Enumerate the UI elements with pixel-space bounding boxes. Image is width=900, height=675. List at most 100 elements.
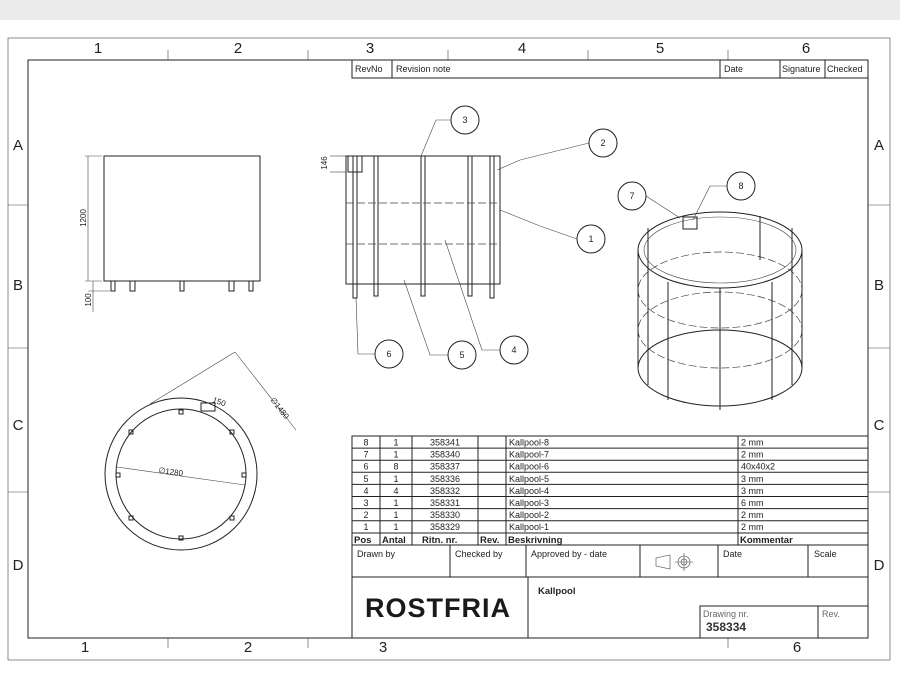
approved-by-label: Approved by - date <box>531 549 607 559</box>
rev-no-header: RevNo <box>355 64 383 74</box>
parts-cell-antal: 1 <box>393 498 398 508</box>
zone-row-b-right: B <box>874 277 884 294</box>
zone-col-2-bottom: 2 <box>244 639 252 656</box>
header-kommentar: Kommentar <box>740 535 793 546</box>
parts-cell-beskrivning: Kallpool-5 <box>509 474 549 484</box>
parts-cell-kommentar: 3 mm <box>741 486 764 496</box>
parts-cell-kommentar: 2 mm <box>741 522 764 532</box>
parts-cell-ritn: 358332 <box>430 486 460 496</box>
balloon-5: 5 <box>447 340 477 370</box>
leader-lines <box>355 119 727 356</box>
drawing-nr-label: Drawing nr. <box>703 609 749 619</box>
parts-cell-beskrivning: Kallpool-6 <box>509 462 549 472</box>
dim-inner-dia: ∅1280 <box>158 466 184 478</box>
drawn-by-label: Drawn by <box>357 549 396 559</box>
parts-cell-beskrivning: Kallpool-3 <box>509 498 549 508</box>
parts-cell-beskrivning: Kallpool-7 <box>509 450 549 460</box>
dim-150: 150 <box>211 395 227 408</box>
parts-cell-ritn: 358340 <box>430 450 460 460</box>
parts-cell-ritn: 358341 <box>430 438 460 448</box>
parts-cell-ritn: 358337 <box>430 462 460 472</box>
parts-cell-kommentar: 2 mm <box>741 450 764 460</box>
parts-cell-kommentar: 2 mm <box>741 510 764 520</box>
projection-symbol-icon <box>655 553 693 571</box>
parts-cell-kommentar: 6 mm <box>741 498 764 508</box>
svg-text:2: 2 <box>600 138 605 148</box>
side-view: 146 <box>320 155 501 299</box>
parts-cell-beskrivning: Kallpool-8 <box>509 438 549 448</box>
outer-frame <box>7 37 891 661</box>
dim-leg: 100 <box>84 293 93 307</box>
dim-top-offset: 146 <box>320 156 329 170</box>
drawing-title: Kallpool <box>538 586 575 597</box>
zone-col-6-bottom: 6 <box>793 639 801 656</box>
parts-cell-pos: 2 <box>363 510 368 520</box>
svg-text:4: 4 <box>511 345 516 355</box>
balloon-7: 7 <box>617 181 647 211</box>
parts-cell-antal: 1 <box>393 450 398 460</box>
zone-ticks <box>8 50 890 648</box>
balloon-2: 2 <box>588 128 618 158</box>
zone-col-2: 2 <box>234 40 242 57</box>
date-label: Date <box>723 549 742 559</box>
header-rev: Rev. <box>480 535 499 546</box>
zone-row-a: A <box>13 137 23 154</box>
parts-cell-ritn: 358331 <box>430 498 460 508</box>
header-antal: Antal <box>382 535 406 546</box>
parts-cell-ritn: 358329 <box>430 522 460 532</box>
svg-text:7: 7 <box>629 191 634 201</box>
front-view: 1200 100 <box>79 155 261 312</box>
parts-cell-antal: 4 <box>393 486 398 496</box>
zone-row-c-right: C <box>874 417 885 434</box>
dim-outer-dia: ∅1480 <box>268 396 291 421</box>
svg-text:6: 6 <box>386 349 391 359</box>
rev-date-header: Date <box>724 64 743 74</box>
balloon-8: 8 <box>726 171 756 201</box>
parts-cell-ritn: 358330 <box>430 510 460 520</box>
zone-row-a-right: A <box>874 137 884 154</box>
parts-cell-pos: 5 <box>363 474 368 484</box>
balloon-1: 1 <box>576 224 606 254</box>
zone-col-3-bottom: 3 <box>379 639 387 656</box>
zone-row-d: D <box>13 557 24 574</box>
parts-cell-pos: 6 <box>363 462 368 472</box>
parts-cell-kommentar: 2 mm <box>741 438 764 448</box>
zone-row-b: B <box>13 277 23 294</box>
title-block: Drawn by Checked by Approved by - date D… <box>351 544 869 639</box>
top-view: ∅1280 ∅1480 150 <box>104 351 297 551</box>
parts-cell-antal: 1 <box>393 474 398 484</box>
parts-cell-kommentar: 40x40x2 <box>741 462 775 472</box>
parts-cell-beskrivning: Kallpool-1 <box>509 522 549 532</box>
parts-cell-antal: 1 <box>393 522 398 532</box>
zone-col-5: 5 <box>656 40 664 57</box>
zone-row-c: C <box>13 417 24 434</box>
drawing-nr: 358334 <box>706 620 746 634</box>
checked-by-label: Checked by <box>455 549 503 559</box>
header-beskrivning: Beskrivning <box>508 535 563 546</box>
parts-cell-antal: 1 <box>393 510 398 520</box>
parts-cell-antal: 8 <box>393 462 398 472</box>
signature-header: Signature <box>782 64 821 74</box>
zone-col-4: 4 <box>518 40 526 57</box>
parts-cell-antal: 1 <box>393 438 398 448</box>
parts-cell-pos: 1 <box>363 522 368 532</box>
header-pos: Pos <box>354 535 371 546</box>
zone-col-3: 3 <box>366 40 374 57</box>
balloon-3: 3 <box>450 105 480 135</box>
rev-label: Rev. <box>822 609 840 619</box>
scale-label: Scale <box>814 549 837 559</box>
parts-cell-pos: 8 <box>363 438 368 448</box>
svg-text:1: 1 <box>588 234 593 244</box>
parts-list: Pos Antal Ritn. nr. Rev. Beskrivning Kom… <box>351 435 869 546</box>
zone-col-1-bottom: 1 <box>81 639 89 656</box>
zone-col-6: 6 <box>802 40 810 57</box>
parts-cell-pos: 7 <box>363 450 368 460</box>
viewer-top-band <box>0 0 900 20</box>
header-ritn: Ritn. nr. <box>422 535 457 546</box>
parts-cell-beskrivning: Kallpool-2 <box>509 510 549 520</box>
revision-table: RevNo Revision note Date Signature Check… <box>351 59 869 79</box>
zone-col-1: 1 <box>94 40 102 57</box>
parts-cell-beskrivning: Kallpool-4 <box>509 486 549 496</box>
checked-header: Checked <box>827 64 863 74</box>
isometric-view <box>637 211 803 410</box>
